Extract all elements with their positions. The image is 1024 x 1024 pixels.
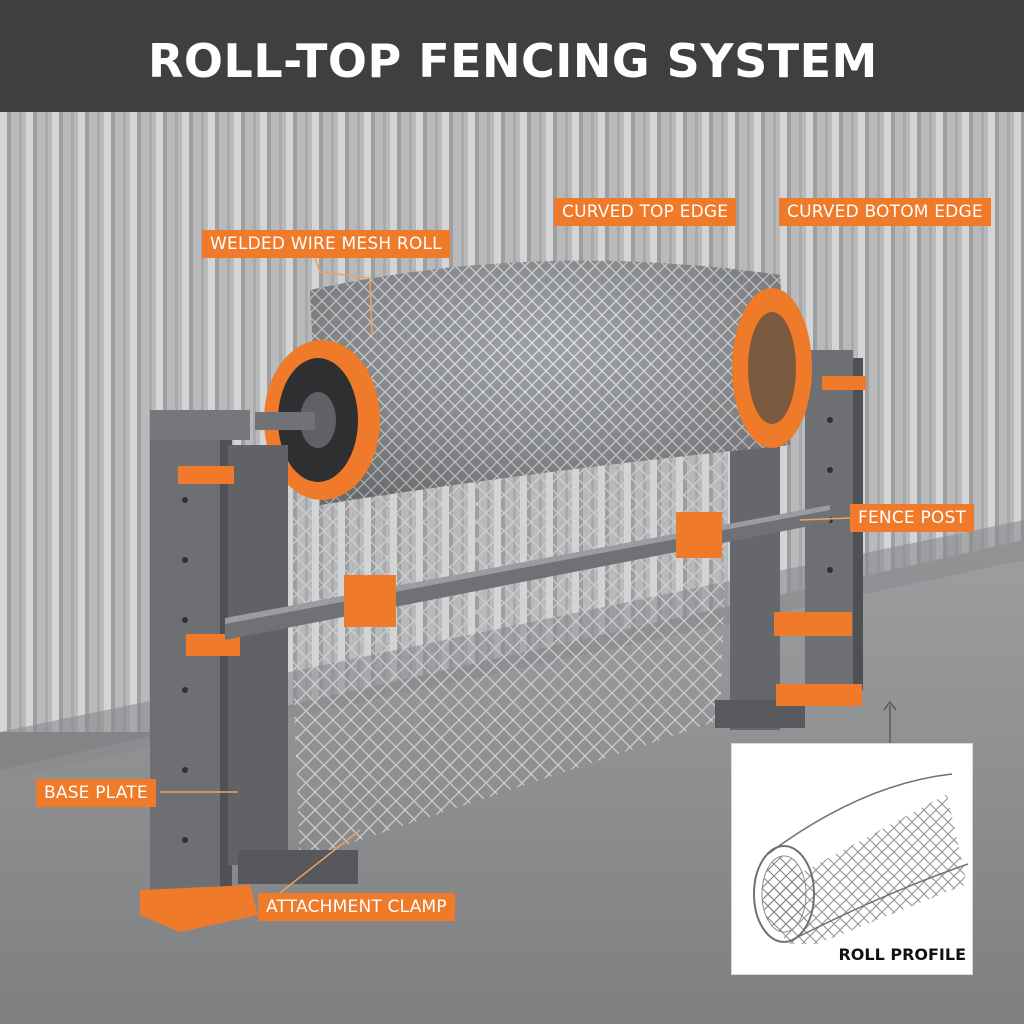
title-bar: ROLL-TOP FENCING SYSTEM xyxy=(0,0,1024,112)
mesh-roll xyxy=(310,260,812,505)
callout-welded-mesh-roll: WELDED WIRE MESH ROLL xyxy=(202,230,450,258)
clamp xyxy=(344,575,396,627)
roller-wheel xyxy=(255,340,380,500)
callout-attachment-clamp: ATTACHMENT CLAMP xyxy=(258,893,455,921)
inset-label: ROLL PROFILE xyxy=(838,945,966,964)
horizontal-rail xyxy=(225,505,830,640)
callout-fence-post: FENCE POST xyxy=(850,504,975,532)
page-title: ROLL-TOP FENCING SYSTEM xyxy=(148,34,878,88)
callout-curved-top-edge: CURVED TOP EDGE xyxy=(554,198,737,226)
callout-base-plate: BASE PLATE xyxy=(36,779,156,807)
clamp xyxy=(676,512,722,558)
roll-profile-inset: ROLL PROFILE xyxy=(731,743,973,975)
roll-profile-illustration xyxy=(753,773,969,944)
callout-curved-bottom-edge: CURVED BOTOM EDGE xyxy=(779,198,991,226)
